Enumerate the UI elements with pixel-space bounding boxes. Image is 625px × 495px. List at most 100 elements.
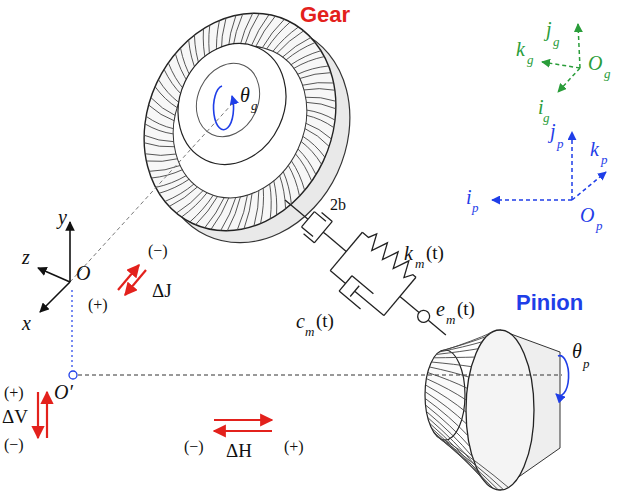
- math-symbol: x: [22, 312, 31, 335]
- gear-tooth: [146, 116, 173, 128]
- gear-tooth: [145, 124, 173, 134]
- subscript: p: [601, 152, 608, 168]
- subscript: g: [251, 98, 258, 114]
- rotation-arrow: [214, 86, 234, 130]
- gear-tooth: [304, 89, 335, 91]
- math-symbol: j: [546, 18, 552, 41]
- sign-label: (−): [4, 436, 24, 454]
- math-symbol: O: [580, 204, 594, 227]
- subscript: p: [557, 136, 564, 152]
- subscript: p: [596, 218, 603, 234]
- gear-drawing: [109, 0, 384, 274]
- gear-tooth: [146, 159, 177, 162]
- math-symbol: k: [590, 138, 599, 161]
- gear-tooth: [144, 135, 174, 141]
- gear-tooth: [305, 129, 329, 147]
- subscript: g: [527, 52, 534, 68]
- gear-tooth: [151, 98, 175, 116]
- pinion-tooth: [425, 398, 468, 435]
- math-symbol: i: [538, 96, 544, 119]
- pinion-tooth: [434, 432, 489, 485]
- pinion-axis-line: [78, 375, 562, 376]
- sign-label: (+): [88, 296, 108, 314]
- pinion-tooth: [428, 418, 476, 466]
- gear-tooth: [156, 176, 187, 188]
- math-symbol: θ: [240, 84, 250, 107]
- math-symbol: k: [516, 38, 525, 61]
- sign-label: (−): [184, 438, 204, 456]
- rotation-arrow: [556, 356, 569, 396]
- math-symbol: O: [76, 262, 90, 285]
- sign-label: (+): [4, 384, 24, 402]
- subscript: p: [472, 200, 479, 216]
- gear-tooth: [303, 82, 334, 85]
- pinion-tooth: [431, 428, 483, 480]
- subscript: g: [543, 110, 550, 126]
- displacement-label: ΔJ: [152, 280, 172, 302]
- math-symbol: O′: [54, 381, 73, 404]
- gear-tooth: [261, 188, 264, 223]
- gear-tooth: [270, 184, 272, 219]
- gear-tooth: [168, 63, 184, 90]
- displacement-label: ΔH: [226, 440, 252, 462]
- gear-tooth: [280, 175, 286, 208]
- math-symbol: O: [588, 52, 602, 75]
- displacement-label: (t): [426, 242, 444, 264]
- sign-label: (+): [284, 438, 304, 456]
- displacement-label: (t): [316, 310, 334, 332]
- gear-tooth: [286, 42, 315, 59]
- subscript: m: [305, 324, 314, 340]
- point-o-prime: [69, 371, 77, 379]
- gear-tooth: [262, 19, 284, 47]
- gear-tooth: [244, 194, 252, 229]
- subscript: p: [583, 356, 590, 372]
- gear-tooth: [283, 38, 311, 58]
- gear-tooth: [307, 110, 335, 120]
- gear-tooth: [294, 57, 325, 69]
- sign-label: 2b: [330, 196, 346, 214]
- pinion-tooth: [429, 367, 469, 377]
- math-symbol: z: [22, 246, 30, 269]
- gear-tooth: [300, 73, 331, 79]
- subscript: g: [604, 66, 611, 82]
- gear-tooth: [296, 154, 312, 181]
- gear-tooth: [244, 13, 259, 46]
- gear-tooth: [158, 80, 179, 103]
- sign-label: (−): [148, 242, 168, 260]
- math-symbol: e: [436, 298, 445, 321]
- gear-tooth: [165, 184, 194, 201]
- spring: [357, 226, 421, 283]
- gear-tooth: [288, 165, 299, 196]
- pinion-tooth: [426, 405, 470, 447]
- pinion-frame: [492, 132, 606, 200]
- part-name: Pinion: [516, 290, 583, 316]
- math-symbol: y: [58, 206, 67, 229]
- gear-tooth: [306, 102, 336, 108]
- displacement-arrows: [38, 265, 272, 438]
- pinion-tooth: [426, 385, 467, 412]
- subscript: m: [446, 312, 455, 328]
- gear-tooth: [144, 143, 174, 147]
- math-symbol: i: [466, 186, 472, 209]
- pinion-tooth: [431, 362, 471, 367]
- pinion-tooth: [426, 379, 466, 401]
- subscript: m: [415, 256, 424, 272]
- math-symbol: j: [550, 120, 556, 143]
- pinion-tooth: [439, 342, 482, 352]
- pinion-tooth: [434, 357, 475, 359]
- math-symbol: k: [404, 242, 413, 265]
- displacement-label: (t): [457, 298, 475, 320]
- math-symbol: c: [296, 310, 305, 333]
- gear-tooth: [274, 181, 277, 215]
- gear-tooth: [254, 191, 259, 226]
- gear-tooth: [307, 115, 334, 127]
- gear-tooth: [221, 197, 236, 230]
- gear-axis-line: [70, 104, 232, 282]
- pinion-tooth: [445, 332, 492, 350]
- gear-tooth: [196, 196, 218, 224]
- gear-tooth: [169, 187, 197, 207]
- subscript: g: [553, 34, 560, 50]
- gear-tooth: [237, 195, 247, 230]
- displacement-label: ΔV: [2, 406, 28, 428]
